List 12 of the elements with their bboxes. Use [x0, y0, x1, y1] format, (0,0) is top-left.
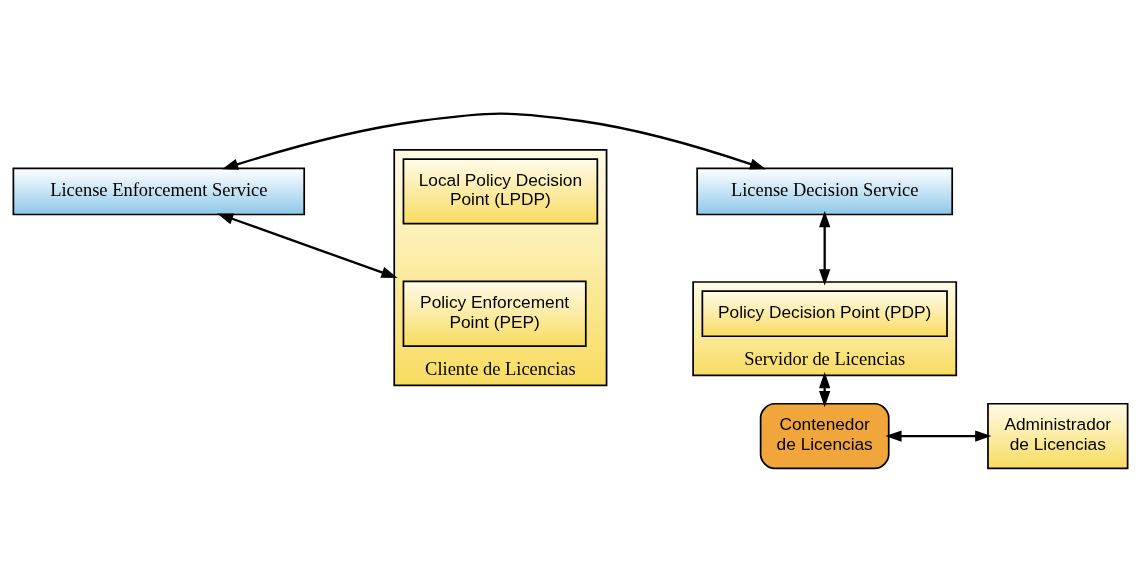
- node-box: Policy Decision Point (PDP): [701, 289, 948, 337]
- node-box: Local Policy Decision Point (LPDP): [402, 157, 599, 225]
- arrow: [222, 112, 766, 170]
- node-box: License Decision Service: [696, 166, 954, 215]
- arrow: [885, 429, 992, 442]
- arrow: [217, 212, 398, 278]
- arrow: [819, 210, 831, 285]
- arrow: [819, 371, 831, 407]
- node-box: License Enforcement Service: [12, 166, 306, 215]
- node-box: Policy Enforcement Point (PEP): [402, 280, 587, 347]
- node-box: Contenedor de Licencias: [759, 402, 890, 469]
- node-box: Administrador de Licencias: [987, 402, 1129, 469]
